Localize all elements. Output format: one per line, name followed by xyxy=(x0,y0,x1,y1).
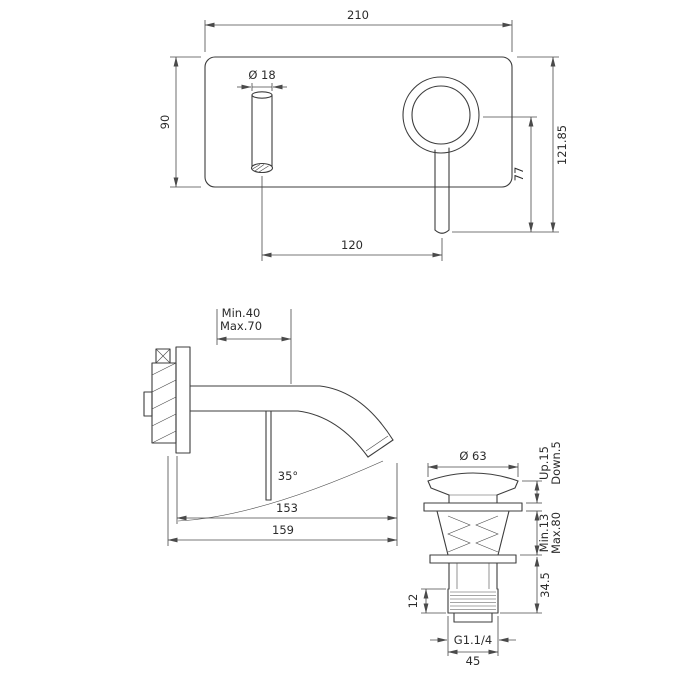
dim-body-height: 34.5 xyxy=(500,556,552,614)
drain-seal-section xyxy=(436,510,510,556)
drain-cap xyxy=(427,472,519,504)
dim-label-plate-width: 210 xyxy=(347,8,369,22)
dim-label-depth-max: Max.70 xyxy=(220,319,262,333)
dim-label-thread-length: 12 xyxy=(406,594,420,609)
dim-label-spout-angle: 35° xyxy=(278,469,298,483)
wall-plate xyxy=(204,56,513,188)
dim-label-nut-width: 45 xyxy=(466,654,481,668)
dim-label-plate-height: 90 xyxy=(158,115,172,130)
dim-popup-travel: Up.15 Down.5 xyxy=(522,441,563,504)
dim-label-reach-inner: 153 xyxy=(276,501,298,515)
dim-cap-diameter: Ø 63 xyxy=(427,449,519,477)
dim-reach-inner: 153 xyxy=(176,456,398,546)
dim-label-travel-down: Down.5 xyxy=(549,441,563,485)
dim-wall-depth: Min.40 Max.70 xyxy=(216,306,292,384)
dim-spout-diameter: Ø 18 xyxy=(237,68,287,91)
dim-label-body-height: 34.5 xyxy=(538,572,552,598)
dim-label-handle-drop: 77 xyxy=(512,167,526,182)
drain-neck xyxy=(448,562,498,590)
dim-handle-drop: 77 xyxy=(483,116,537,233)
drain-thread xyxy=(447,588,499,614)
drain-lower-flange xyxy=(429,554,517,564)
dim-label-cap-diameter: Ø 63 xyxy=(459,449,486,463)
wall-body xyxy=(143,348,177,444)
drain-flange xyxy=(423,502,523,512)
dim-label-range-max: Max.80 xyxy=(549,512,563,554)
handle-front xyxy=(402,76,480,234)
dim-nut-width: 45 xyxy=(447,649,499,668)
spout-front xyxy=(250,91,274,174)
dim-label-overall-height: 121.85 xyxy=(555,125,569,165)
dim-label-thread-spec: G1.1/4 xyxy=(454,633,492,647)
drain-view: Ø 63 Up.15 Down.5 Min.13 Max.80 34.5 12 xyxy=(406,441,563,668)
dim-plate-width: 210 xyxy=(204,8,513,52)
escutcheon-plate-side xyxy=(175,346,191,454)
dim-thread-length: 12 xyxy=(406,588,446,614)
dim-plate-height: 90 xyxy=(158,56,201,188)
dim-reach-outer: 159 xyxy=(167,456,398,546)
dim-thread-spec: G1.1/4 xyxy=(430,616,516,656)
dim-overall-height: 121.85 xyxy=(452,56,569,233)
dim-label-reach-outer: 159 xyxy=(272,523,294,537)
drain-pull-rod xyxy=(265,410,272,501)
dim-adjust-range: Min.13 Max.80 xyxy=(520,510,563,556)
dim-label-travel-up: Up.15 xyxy=(537,446,551,480)
front-view: 210 90 Ø 18 121.85 77 xyxy=(158,8,569,261)
dim-spout-to-handle: 120 xyxy=(261,176,443,261)
dim-label-spout-to-handle: 120 xyxy=(341,238,363,252)
dim-label-depth-min: Min.40 xyxy=(222,306,261,320)
drain-bottom-cap xyxy=(453,612,493,623)
side-view: Min.40 Max.70 35° 153 159 xyxy=(143,306,398,546)
dim-label-spout-diameter: Ø 18 xyxy=(248,68,275,82)
spout-side xyxy=(189,385,394,458)
dim-label-range-min: Min.13 xyxy=(537,514,551,553)
